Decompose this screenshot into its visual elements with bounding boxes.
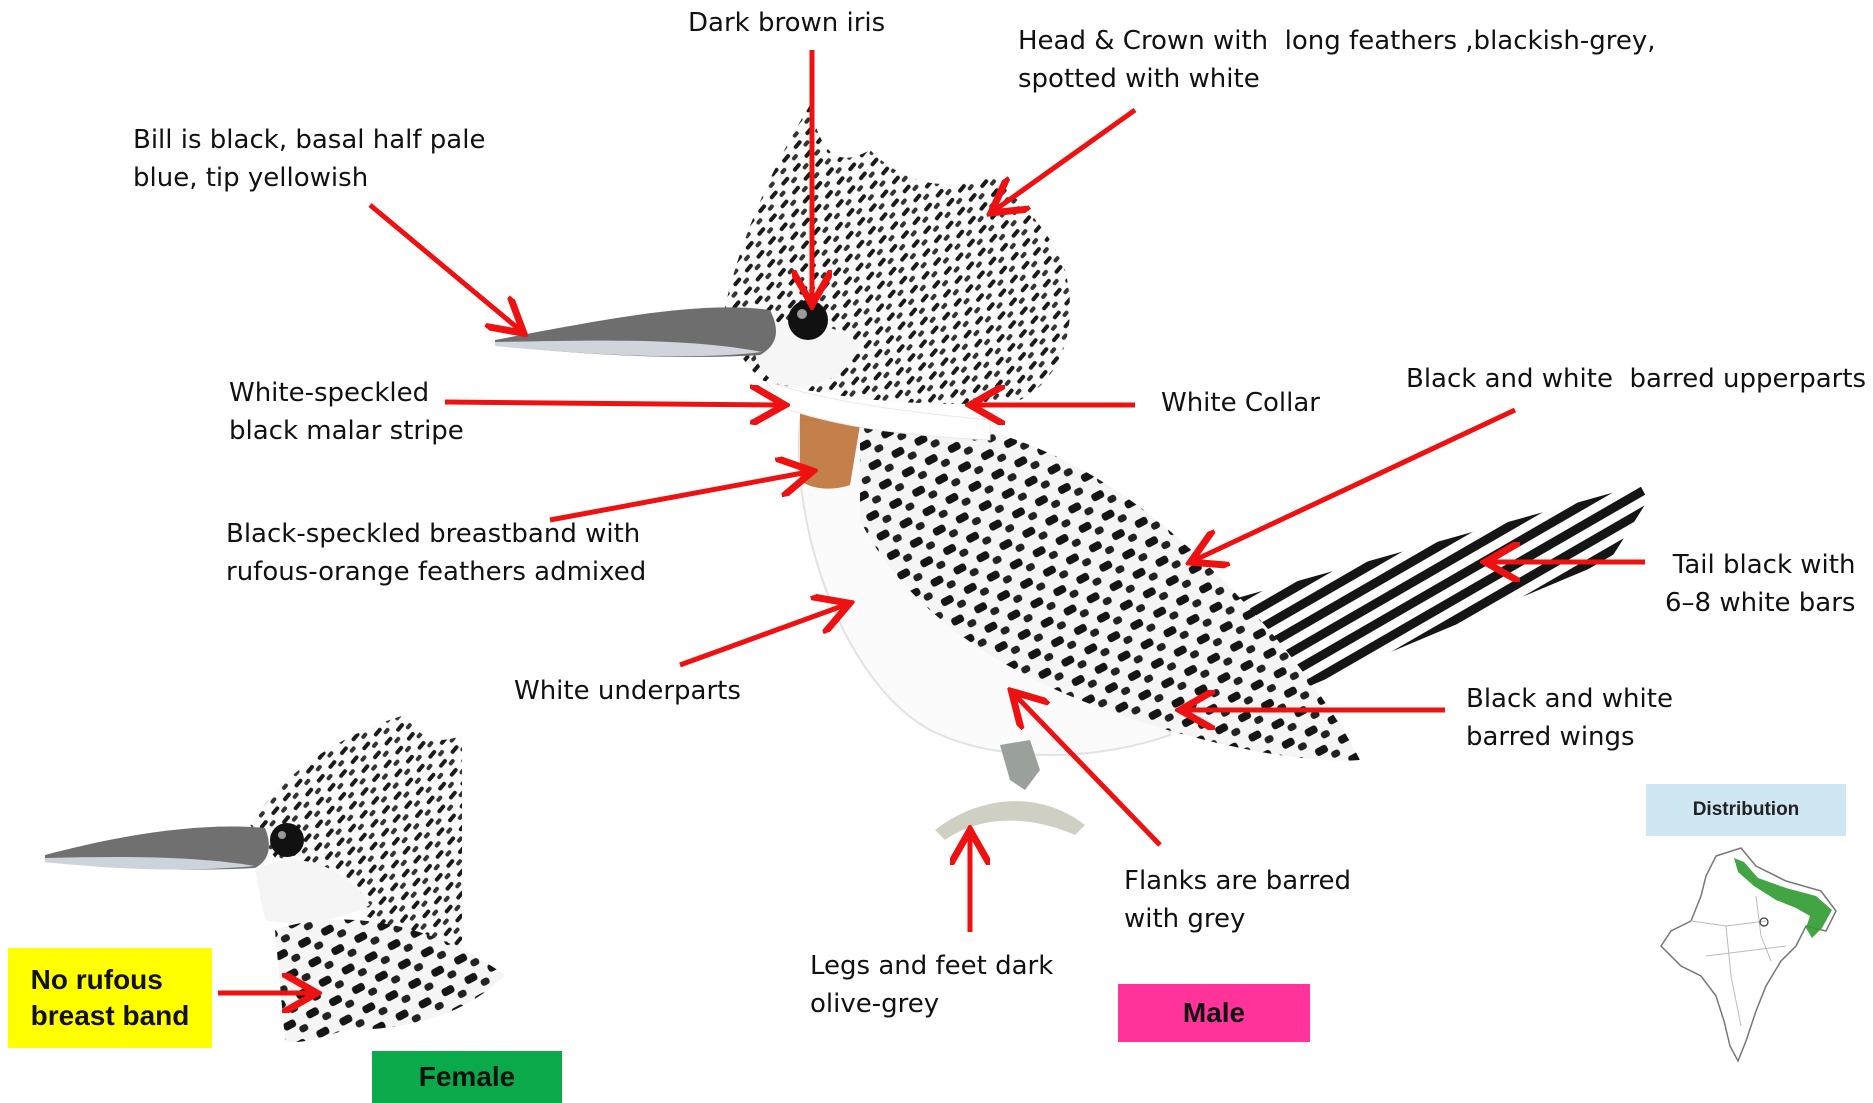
arrow-crown (995, 110, 1135, 210)
label-bill: Bill is black, basal half pale blue, tip… (133, 121, 485, 197)
eye (788, 300, 828, 340)
label-iris: Dark brown iris (688, 4, 885, 42)
label-legs: Legs and feet dark olive-grey (810, 947, 1053, 1023)
label-malar: White-speckled black malar stripe (229, 374, 464, 450)
tag-no-rufous: No rufous breast band (8, 948, 212, 1048)
label-crown: Head & Crown with long feathers ,blackis… (1018, 22, 1655, 98)
label-collar: White Collar (1161, 384, 1320, 422)
arrow-underparts (680, 605, 845, 665)
tag-male-text: Male (1183, 995, 1245, 1031)
india-map (1646, 836, 1846, 1074)
label-flanks: Flanks are barred with grey (1124, 862, 1351, 938)
label-upperparts: Black and white barred upperparts (1406, 360, 1866, 398)
female-breast (275, 919, 505, 1042)
tag-female-text: Female (419, 1059, 516, 1095)
tag-female: Female (372, 1051, 562, 1103)
female-eye (270, 823, 304, 857)
tag-male: Male (1118, 984, 1310, 1042)
perch (935, 801, 1085, 840)
label-underparts: White underparts (514, 672, 741, 710)
tag-no-rufous-text: No rufous breast band (31, 962, 190, 1034)
distribution-map: Distribution (1646, 784, 1846, 1074)
arrow-breastband (550, 472, 808, 520)
label-tail: Tail black with 6–8 white bars (1665, 546, 1855, 622)
label-breastband: Black-speckled breastband with rufous-or… (226, 515, 646, 591)
distribution-title: Distribution (1646, 784, 1846, 836)
label-wings: Black and white barred wings (1466, 680, 1673, 756)
arrow-malar (445, 402, 780, 405)
arrow-bill (370, 205, 520, 330)
